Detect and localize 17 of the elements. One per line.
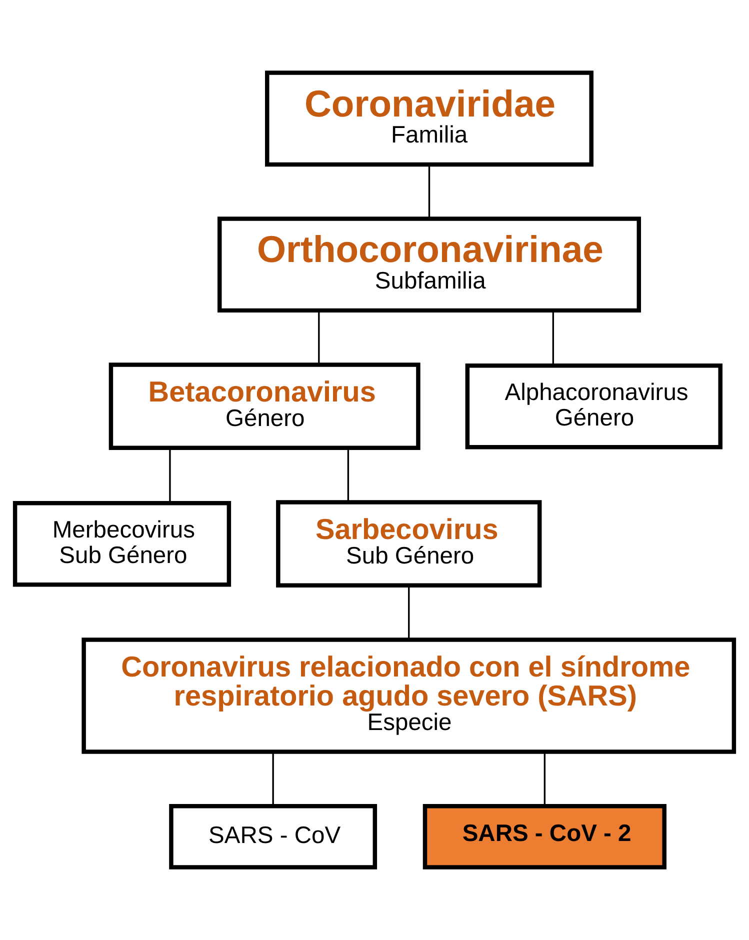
node-box: Betacoronavirus Género	[108, 362, 420, 450]
node-box: Coronaviridae Familia	[265, 70, 594, 167]
node-box: SARS - CoV	[169, 804, 378, 870]
connector	[552, 311, 554, 366]
connector	[272, 752, 274, 806]
connector	[318, 311, 320, 365]
connector	[169, 448, 171, 504]
node-box: Sarbecovirus Sub Género	[276, 500, 542, 588]
node-box: Alphacoronavirus Género	[465, 363, 722, 450]
node-box: Coronavirus relacionado con el síndrome respiratorio agudo severo (SARS) Especie	[82, 638, 736, 754]
node-box: SARS - CoV - 2	[422, 804, 666, 870]
connector	[428, 164, 430, 219]
node-box: Orthocoronavirinae Subfamilia	[217, 216, 641, 313]
connector	[408, 586, 410, 640]
connector	[347, 448, 350, 502]
connector	[544, 752, 546, 806]
node-box: Merbecovirus Sub Género	[12, 500, 232, 587]
